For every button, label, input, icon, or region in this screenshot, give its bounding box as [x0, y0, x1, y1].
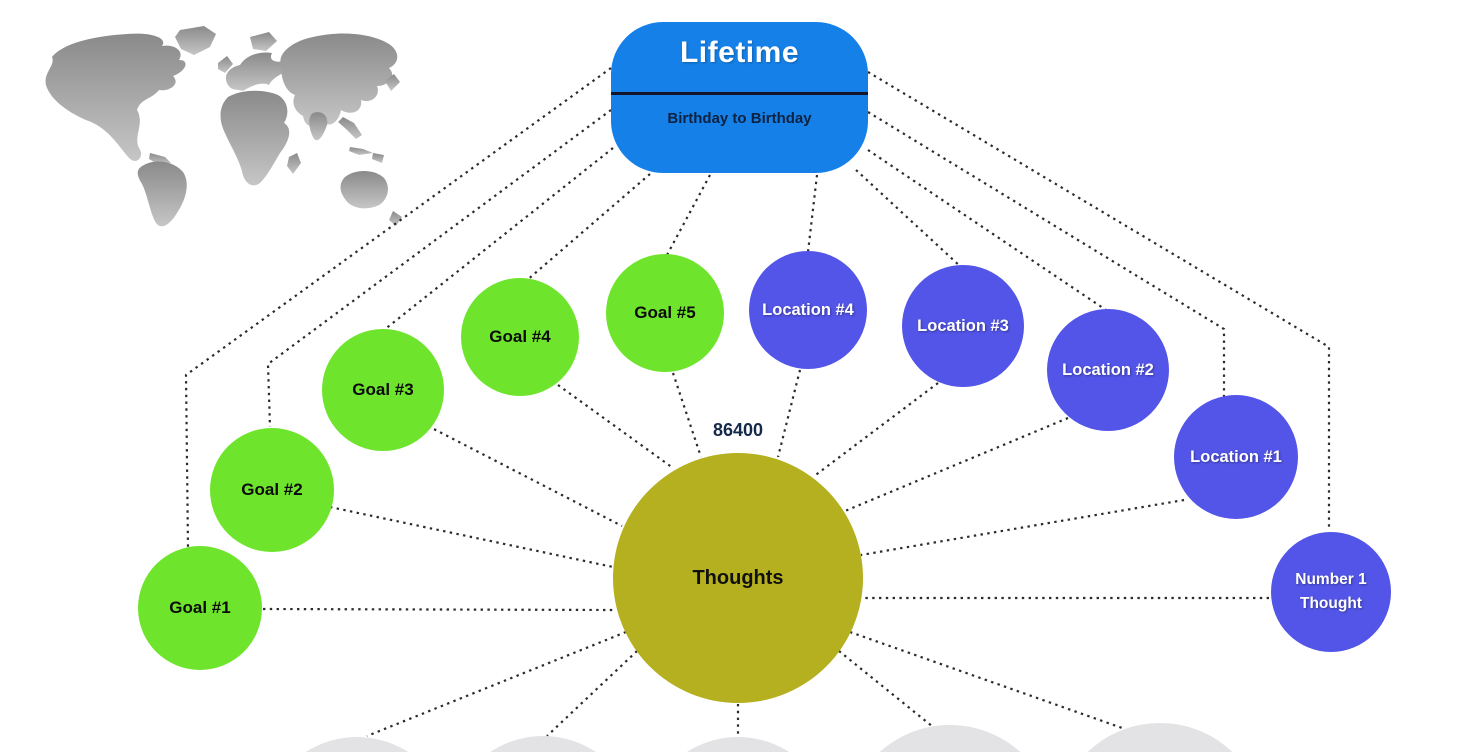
map-indonesia-1	[349, 147, 373, 155]
connector-lifetime-number1thought	[867, 71, 1331, 531]
map-se-asia	[338, 117, 362, 139]
world-map-image	[45, 26, 402, 227]
connector-goal2-thoughts	[329, 505, 614, 569]
map-new-zealand	[389, 211, 402, 226]
map-india	[309, 112, 328, 141]
connector-lifetime-goal3	[383, 147, 614, 331]
number-1-thought-label: Number 1 Thought	[1295, 570, 1367, 612]
lifetime-subtitle: Birthday to Birthday	[667, 110, 812, 127]
connector-goal1-thoughts	[262, 607, 616, 612]
goal-1-node: Goal #1	[138, 546, 262, 670]
connector-lifetime-goal4	[525, 173, 651, 282]
thoughts-label: Thoughts	[692, 566, 784, 589]
goal-2-label: Goal #2	[241, 480, 303, 499]
goal-3-node: Goal #3	[322, 329, 444, 451]
location-3-label: Location #3	[917, 316, 1009, 335]
connector-location1-thoughts	[860, 498, 1185, 557]
goal-4-label: Goal #4	[489, 327, 551, 346]
goal-4-node: Goal #4	[461, 278, 579, 396]
map-japan	[385, 74, 400, 91]
connector-lifetime-location2	[867, 149, 1107, 311]
location-2-label: Location #2	[1062, 360, 1154, 379]
location-1-node: Location #1	[1174, 395, 1298, 519]
connector-lifetime-location1	[867, 111, 1226, 397]
map-south-america	[137, 161, 187, 227]
lifetime-divider	[611, 92, 868, 95]
connector-lifetime-goal5	[666, 174, 711, 256]
goal-1-label: Goal #1	[169, 598, 231, 617]
map-australia	[340, 171, 388, 209]
connector-thoughts-bottom4	[838, 650, 939, 732]
connector-location4-thoughts	[776, 369, 802, 458]
connector-lifetime-goal1	[184, 67, 612, 549]
map-greenland	[175, 26, 216, 55]
connector-thoughts-bottom5	[849, 630, 1126, 731]
lifetime-topic-node: Lifetime Birthday to Birthday	[611, 22, 868, 173]
connector-location2-thoughts	[844, 416, 1069, 513]
lifetime-title: Lifetime	[679, 36, 800, 69]
location-1-label: Location #1	[1190, 447, 1282, 466]
map-madagascar	[287, 153, 301, 174]
location-4-node: Location #4	[749, 251, 867, 369]
connector-goal3-thoughts	[427, 425, 623, 527]
map-uk	[218, 56, 233, 73]
connector-lifetime-location3	[855, 169, 962, 268]
number-1-thought-node: Number 1 Thought	[1271, 532, 1391, 652]
location-4-label: Location #4	[762, 300, 854, 319]
thoughts-node: Thoughts	[613, 453, 863, 703]
connector-goal4-thoughts	[557, 384, 674, 469]
counter-86400-label: 86400	[712, 420, 764, 440]
goal-5-label: Goal #5	[634, 303, 696, 322]
map-europe	[225, 52, 289, 91]
connector-thoughts-bottom1	[366, 630, 627, 738]
connector-goal5-thoughts	[671, 372, 703, 458]
location-2-node: Location #2	[1047, 309, 1169, 431]
connector-lifetime-location4	[806, 174, 819, 253]
map-africa	[220, 90, 290, 186]
map-indonesia-2	[372, 153, 384, 163]
location-3-node: Location #3	[902, 265, 1024, 387]
map-asia	[280, 33, 398, 127]
connector-location3-thoughts	[812, 382, 939, 478]
goal-5-node: Goal #5	[606, 254, 724, 372]
connector-thoughts-bottom2	[546, 650, 638, 737]
map-north-america	[45, 33, 186, 161]
goal-2-node: Goal #2	[210, 428, 334, 552]
map-scandinavia	[250, 32, 277, 51]
goal-3-label: Goal #3	[352, 380, 414, 399]
